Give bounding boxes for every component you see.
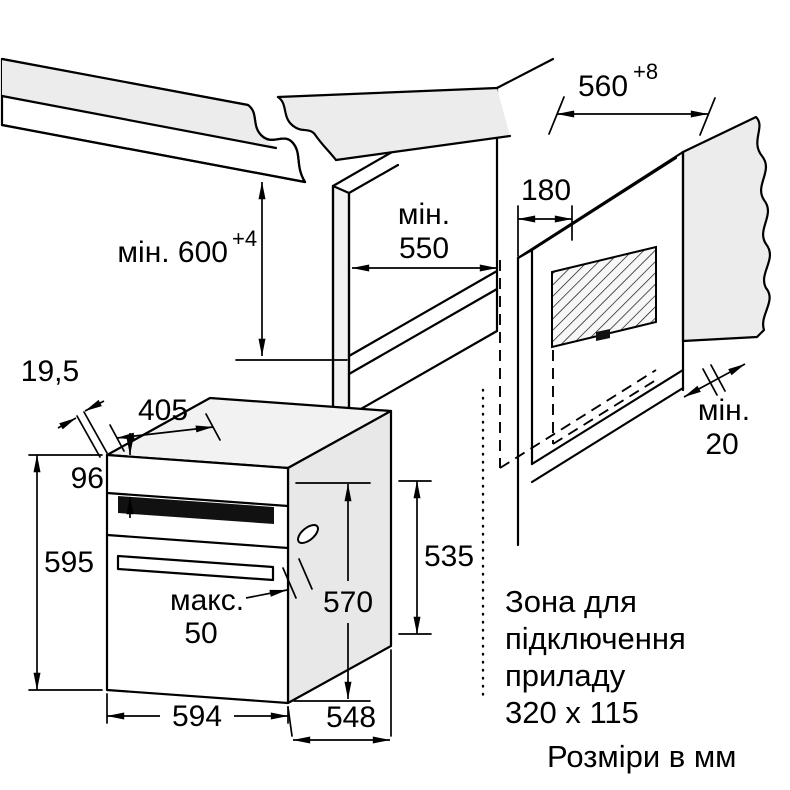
oven (105, 396, 393, 705)
cabinet-niche-floor-bottom (347, 287, 499, 376)
worktop-back-edge (0, 57, 250, 107)
dim-19-5-ext-b (76, 415, 101, 458)
worktop-right-front-edge (334, 134, 512, 162)
dim-96-label: 96 (71, 462, 104, 495)
back-wall-top-edge (495, 57, 555, 90)
dim-min20-prefix: мін. (698, 394, 750, 427)
dimension-595: 595 (28, 454, 103, 691)
dim-560-ext-right (699, 97, 716, 136)
dimension-405: 405 (109, 394, 221, 452)
dimension-535: 535 (398, 480, 474, 635)
dimension-min-600: мін. 600 +4 (117, 181, 348, 361)
dim-550-prefix: мін. (398, 198, 450, 231)
cabinet-top-inner-receding-edge (347, 163, 400, 195)
cabinet-top-receding-edge (331, 150, 394, 188)
worktop-left-top-face (2, 59, 276, 148)
worktop-right-top-face (278, 88, 510, 160)
dim-560-tolerance: +8 (633, 59, 658, 84)
connection-zone-note: Зона для підключення приладу 320 x 115 (505, 584, 686, 730)
adjacent-cabinet-top-inner-edge (530, 156, 678, 252)
connection-zone-hatch (551, 245, 657, 349)
dim-600-tolerance: +4 (232, 226, 257, 251)
dim-548-ext-left (287, 706, 293, 737)
dimension-min-550: мін. 550 (351, 198, 498, 272)
oven-door-handle (116, 554, 275, 582)
oven-side-vent (297, 524, 319, 544)
dim-max50-ext-a (298, 558, 313, 590)
dim-405-label: 405 (138, 394, 188, 427)
worktop (0, 57, 307, 184)
dim-405-ext-right (205, 413, 221, 441)
connection-zone-line4: 320 x 115 (505, 695, 639, 730)
dimension-min-20: мін. 20 (683, 363, 750, 461)
connection-zone-outlet-mark (596, 329, 610, 341)
adjacent-cabinet-shelf-front (530, 368, 685, 466)
dimension-180: 180 (517, 174, 573, 257)
dim-min20-line (683, 363, 746, 398)
connection-zone-line2: підключення (505, 621, 686, 656)
dim-570-label: 570 (323, 586, 373, 619)
dimension-548: 548 (287, 649, 392, 744)
dim-550-label: 550 (399, 232, 449, 265)
worktop-front-top-edge (0, 94, 278, 150)
hidden-edge-bottom-inner (552, 379, 657, 445)
dimension-570: 570 (293, 482, 373, 702)
adjacent-cabinet-shelf-bottom (530, 386, 685, 484)
cabinet-left-panel-face (331, 184, 351, 427)
dim-548-label: 548 (326, 701, 376, 734)
dimension-96: 96 (71, 433, 134, 518)
dim-560-ext-left (548, 96, 565, 135)
dim-405-ext-left (109, 424, 125, 452)
dim-595-label: 595 (44, 546, 94, 579)
connection-zone-line1: Зона для (505, 584, 637, 619)
dim-max50-arrow (245, 589, 288, 599)
dim-min20-label: 20 (705, 428, 738, 461)
worktop-break-line-left (246, 103, 307, 184)
connection-zone-line3: приладу (505, 658, 626, 693)
worktop-right-back-edge (276, 86, 499, 99)
dim-max50-label: 50 (184, 617, 217, 650)
adjacent-cabinet (499, 115, 772, 547)
oven-control-panel-line (105, 491, 290, 508)
dim-19-5-ext-a (83, 411, 108, 454)
dimension-max-50: макс. 50 (170, 558, 313, 650)
dim-535-label: 535 (424, 540, 474, 573)
oven-door-top-line (105, 533, 290, 550)
dim-min20-ext-a (702, 368, 718, 396)
torn-wall-piece (681, 115, 772, 343)
dim-19-5-arrow-b (84, 399, 105, 412)
dim-180-label: 180 (521, 174, 571, 207)
worktop-break-line-right (276, 95, 338, 162)
oven-control-display (118, 496, 274, 524)
dim-594-label: 594 (172, 700, 222, 733)
dim-min20-ext-b (710, 364, 726, 392)
dimension-594: 594 (106, 693, 289, 733)
cabinet-niche-floor-top (347, 269, 499, 358)
dim-600-label: мін. 600 (117, 236, 228, 269)
hidden-edge-bottom (499, 369, 657, 469)
worktop-front-bottom-edge (0, 123, 307, 184)
dimension-19-5: 19,5 (21, 355, 108, 458)
units-note: Розміри в мм (547, 739, 737, 774)
dim-19-5-label: 19,5 (21, 355, 79, 388)
dim-max50-prefix: макс. (170, 584, 244, 617)
dim-19-5-arrow-a (57, 417, 77, 430)
dim-560-label: 560 (578, 70, 628, 103)
dimension-560: 560 +8 (548, 59, 716, 136)
dim-max50-ext-b (282, 567, 297, 599)
worktop-right-piece (276, 57, 555, 162)
dim-405-line (116, 425, 214, 440)
